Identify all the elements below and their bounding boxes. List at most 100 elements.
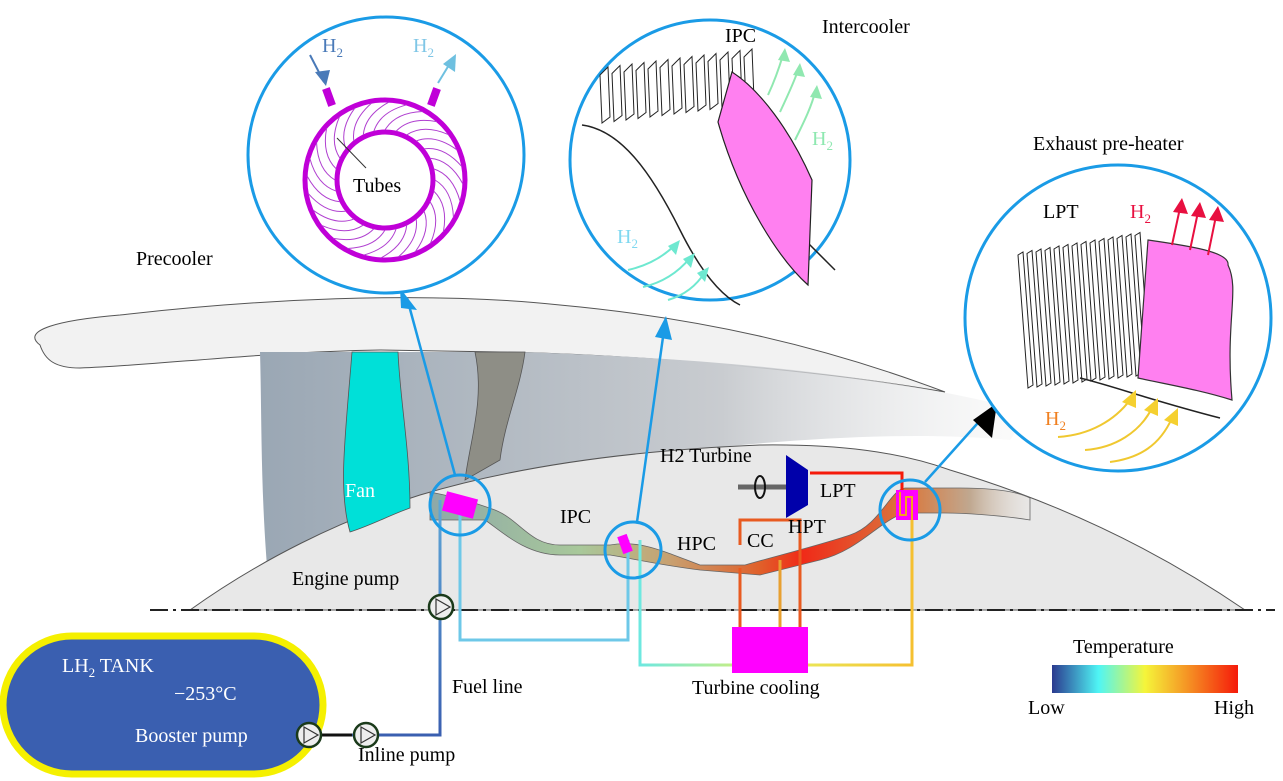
booster-pump-icon	[295, 721, 323, 749]
tube	[434, 179, 454, 218]
intercooler-arrowhead	[655, 316, 672, 340]
intercooler-title: Intercooler	[822, 16, 910, 38]
intercooler-h2-in-label: H2	[617, 226, 638, 251]
legend-high-label: High	[1214, 697, 1254, 719]
exhaust-h2-out-label: H2	[1130, 201, 1151, 226]
h2-out-arrowhead-icon	[443, 54, 456, 72]
tank-name: LH2 TANK	[62, 655, 154, 680]
precooler-return-line	[458, 500, 630, 642]
tube	[333, 116, 341, 159]
precooler-title: Precooler	[136, 248, 213, 270]
ipc-blade	[683, 55, 695, 114]
exhaust-lpt-label: LPT	[1043, 201, 1079, 223]
exhaust-leader	[924, 414, 986, 483]
exhaust-preheater-detail: LPT H2 H2	[963, 163, 1273, 473]
legend-low-label: Low	[1028, 697, 1065, 719]
arrowhead-icon	[697, 267, 709, 282]
engine-pump-label: Engine pump	[292, 568, 399, 590]
exhaust-h2-in-arrowheads	[1122, 390, 1178, 426]
ipc-blade	[599, 65, 611, 124]
tube	[347, 229, 386, 249]
intercooler-hx-plate	[717, 71, 813, 287]
hpc-label: HPC	[677, 533, 716, 555]
lpt-blade	[1017, 251, 1034, 389]
h2-flow-arrow	[1189, 211, 1199, 251]
fan-blade	[343, 351, 411, 533]
arrowhead-icon	[1191, 202, 1206, 218]
tube	[429, 201, 437, 244]
lpt-blade	[1035, 248, 1052, 387]
arrowhead-icon	[793, 63, 805, 77]
tube	[362, 101, 390, 135]
exhaust-preheater-locator	[878, 478, 942, 542]
turbine-cooling-label: Turbine cooling	[692, 677, 820, 699]
tube	[309, 158, 337, 192]
rotation-icon	[754, 475, 766, 499]
arrowhead-icon	[1209, 206, 1224, 222]
tube	[424, 147, 463, 167]
precooler-arrowhead	[400, 288, 417, 310]
tube	[324, 128, 337, 170]
h2-in-arrowhead-icon	[315, 70, 330, 86]
arrowhead-icon	[683, 253, 695, 268]
precooler-inner-ring	[334, 129, 436, 231]
tube	[373, 104, 407, 132]
tube	[406, 128, 449, 136]
legend-title: Temperature	[1073, 636, 1174, 658]
h2-flow-arrow	[1171, 207, 1181, 246]
hpt-label: HPT	[788, 516, 826, 538]
intercooler-h2-in-arrowheads	[668, 240, 709, 282]
ipc-blade	[671, 56, 683, 115]
precooler-detail: H2 H2 Tubes	[246, 15, 526, 295]
bypass-duct	[260, 352, 1030, 600]
h2-turbine-body	[786, 455, 808, 518]
legend-colorbar	[1052, 665, 1238, 693]
lpt-blade	[1116, 234, 1133, 378]
lpt-blade	[1098, 237, 1115, 380]
fan-label: Fan	[345, 480, 375, 502]
h2-flow-arrow	[1109, 417, 1173, 463]
lpt-blade	[1044, 246, 1061, 386]
intercooler-ipc-label: IPC	[725, 25, 756, 47]
exhaust-hx-panel	[1137, 239, 1234, 401]
precooler-h2-out-label: H2	[413, 35, 434, 60]
arrowhead-icon	[1144, 398, 1158, 416]
lpt-blade	[1080, 240, 1097, 382]
intercooler-h2-out-label: H2	[812, 128, 833, 153]
exhaust-h2-out-arrows	[1171, 207, 1217, 256]
tube	[312, 209, 355, 222]
ipc-blade	[707, 52, 719, 111]
fuel-line-main	[345, 500, 442, 737]
lpt-label: LPT	[820, 480, 856, 502]
tube	[433, 168, 461, 202]
tube	[321, 224, 364, 232]
tubes-pointer	[336, 137, 367, 169]
exhaust-preheater-title: Exhaust pre-heater	[1033, 133, 1184, 155]
engine-body: Fan	[34, 297, 1247, 611]
intercooler-leader	[635, 329, 666, 523]
h2-flow-arrow	[1084, 407, 1153, 451]
ipc-blade	[695, 53, 707, 112]
ipc-blade	[635, 61, 647, 120]
lpt-blade	[1089, 239, 1106, 381]
tube	[398, 219, 418, 258]
tube	[333, 228, 375, 241]
intercooler-locator	[603, 520, 663, 580]
arrowhead-icon	[1122, 390, 1136, 408]
lpt-blade	[1062, 243, 1079, 384]
arrowhead-icon	[778, 48, 790, 62]
exhaust-h2-in-label: H2	[1045, 408, 1066, 433]
lpt-blades	[1017, 231, 1151, 389]
tube	[384, 111, 423, 131]
tube	[380, 225, 408, 259]
exhaust-arrowhead	[973, 403, 997, 438]
ipc-blade	[659, 58, 671, 117]
tube	[363, 228, 397, 256]
exhaust-preheater-coil	[899, 492, 913, 520]
intercooler-h2-out-arrowheads	[778, 48, 822, 99]
lpt-blade	[1026, 249, 1043, 388]
arrowhead-icon	[1173, 198, 1188, 214]
temperature-legend: Temperature Low High	[1028, 636, 1254, 719]
tube	[316, 142, 336, 181]
nacelle	[34, 297, 946, 393]
